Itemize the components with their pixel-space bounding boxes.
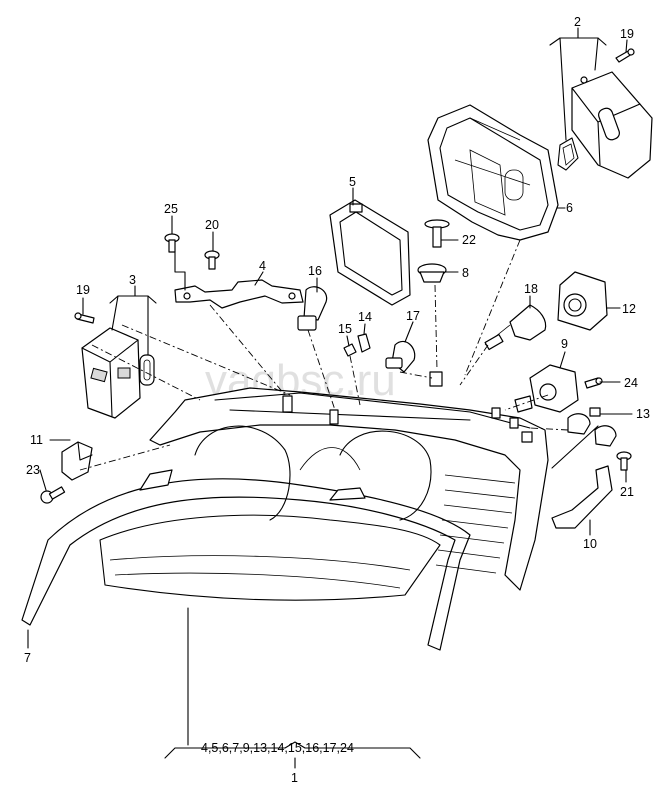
callout-1: 1 <box>291 771 298 785</box>
callout-18: 18 <box>524 282 538 296</box>
callout-13: 13 <box>636 407 650 421</box>
callout-2: 2 <box>574 15 581 29</box>
callout-9: 9 <box>561 337 568 351</box>
mounting-frame-part-6 <box>427 104 559 241</box>
ballast-control-unit-part-2 <box>557 71 653 179</box>
bulb-socket-part-15 <box>343 343 357 357</box>
callout-12: 12 <box>622 302 636 316</box>
callout-6: 6 <box>566 201 573 215</box>
headlight-housing <box>149 371 549 591</box>
callout-15: 15 <box>338 322 352 336</box>
bulb-part-16 <box>297 286 328 331</box>
leader-lines <box>27 27 633 769</box>
callout-5: 5 <box>349 175 356 189</box>
screw-part-19-left <box>74 312 95 324</box>
lens-cover-part-7 <box>21 469 471 651</box>
bulb-part-13 <box>567 407 617 447</box>
callout-19-left: 19 <box>76 283 90 297</box>
callout-4: 4 <box>259 259 266 273</box>
bracket-part-10 <box>551 465 613 529</box>
callout-19-top: 19 <box>620 27 634 41</box>
callout-22: 23 <box>26 463 40 477</box>
assembly-part-list: 4,5,6,7,9,13,14,15,16,17,24 <box>201 741 354 755</box>
callout-23: 22 <box>462 233 476 247</box>
callout-11: 11 <box>30 433 43 447</box>
igniter-part-12 <box>557 271 608 331</box>
clip-part-11 <box>61 441 93 481</box>
screw-part-22 <box>40 486 66 504</box>
callout-24: 24 <box>624 376 638 390</box>
screw-part-25 <box>164 233 180 253</box>
callout-14: 14 <box>358 310 372 324</box>
grommet-part-8 <box>417 263 447 283</box>
bulb-part-17 <box>385 340 416 373</box>
screw-part-21 <box>616 451 632 471</box>
callout-20: 20 <box>205 218 219 232</box>
levelling-motor-part-9 <box>514 364 579 413</box>
screw-part-23 <box>424 219 450 248</box>
callout-3: 3 <box>129 273 136 287</box>
frame-part-5 <box>329 199 411 306</box>
callout-16: 16 <box>308 264 322 278</box>
callout-25: 25 <box>164 202 178 216</box>
callout-21: 21 <box>620 485 634 499</box>
screw-part-20 <box>204 250 220 270</box>
bracket-part-4 <box>174 279 304 309</box>
callout-labels: 2 19 6 5 22 8 25 20 4 16 15 14 17 18 12 … <box>24 15 650 785</box>
screw-part-24 <box>584 377 603 389</box>
control-unit-part-3 <box>81 327 155 419</box>
callout-17: 17 <box>406 309 420 323</box>
bulb-part-14 <box>357 333 371 353</box>
screw-part-19-top <box>615 48 635 63</box>
callout-10: 10 <box>583 537 597 551</box>
assembly-dash-lines <box>79 239 569 471</box>
callout-8: 8 <box>462 266 469 280</box>
callout-7: 7 <box>24 651 31 665</box>
xenon-bulb-part-18 <box>484 304 547 351</box>
